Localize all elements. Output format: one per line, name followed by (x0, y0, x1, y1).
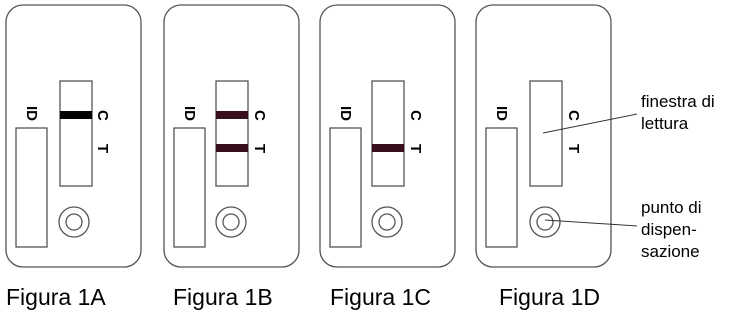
leader-line-reading-window (542, 113, 638, 134)
cassette-body (163, 4, 300, 268)
id-box (173, 127, 206, 248)
cassette-1d: ID C T (475, 4, 612, 268)
annotation-sample-well: punto di dispen- sazione (641, 198, 702, 261)
test-label: T (407, 144, 424, 153)
test-label: T (565, 144, 582, 153)
control-label: C (251, 110, 268, 121)
sample-well-inner (378, 213, 396, 231)
sample-well-outer (529, 206, 561, 238)
id-box (15, 127, 48, 248)
caption-figure-1c: Figura 1C (330, 284, 431, 310)
control-label: C (565, 110, 582, 121)
leader-line-sample-well (544, 219, 638, 227)
caption-figure-1a: Figura 1A (6, 284, 106, 310)
id-label: ID (23, 106, 40, 121)
control-line (216, 111, 248, 119)
cassette-body (5, 4, 142, 268)
cassette-1b: ID C T (163, 4, 300, 268)
test-label: T (251, 144, 268, 153)
sample-well-inner (65, 213, 83, 231)
control-label: C (94, 110, 111, 121)
cassette-1c: ID C T (319, 4, 456, 268)
sample-well-outer (371, 206, 403, 238)
caption-figure-1d: Figura 1D (499, 284, 600, 310)
sample-well-inner (536, 213, 554, 231)
reading-window (529, 80, 563, 187)
cassette-body (319, 4, 456, 268)
id-box (329, 127, 362, 248)
id-label: ID (337, 106, 354, 121)
sample-well-outer (215, 206, 247, 238)
control-label: C (407, 110, 424, 121)
control-line (60, 111, 92, 119)
reading-window (371, 80, 405, 187)
sample-well-inner (222, 213, 240, 231)
cassette-body (475, 4, 612, 268)
cassette-1a: ID C T (5, 4, 142, 268)
caption-figure-1b: Figura 1B (173, 284, 273, 310)
id-label: ID (181, 106, 198, 121)
test-line (372, 144, 404, 152)
id-label: ID (493, 106, 510, 121)
reading-window (215, 80, 249, 187)
test-line (216, 144, 248, 152)
id-box (485, 127, 518, 248)
annotation-reading-window: finestra di lettura (641, 92, 715, 133)
sample-well-outer (58, 206, 90, 238)
reading-window (59, 80, 93, 187)
test-label: T (94, 144, 111, 153)
